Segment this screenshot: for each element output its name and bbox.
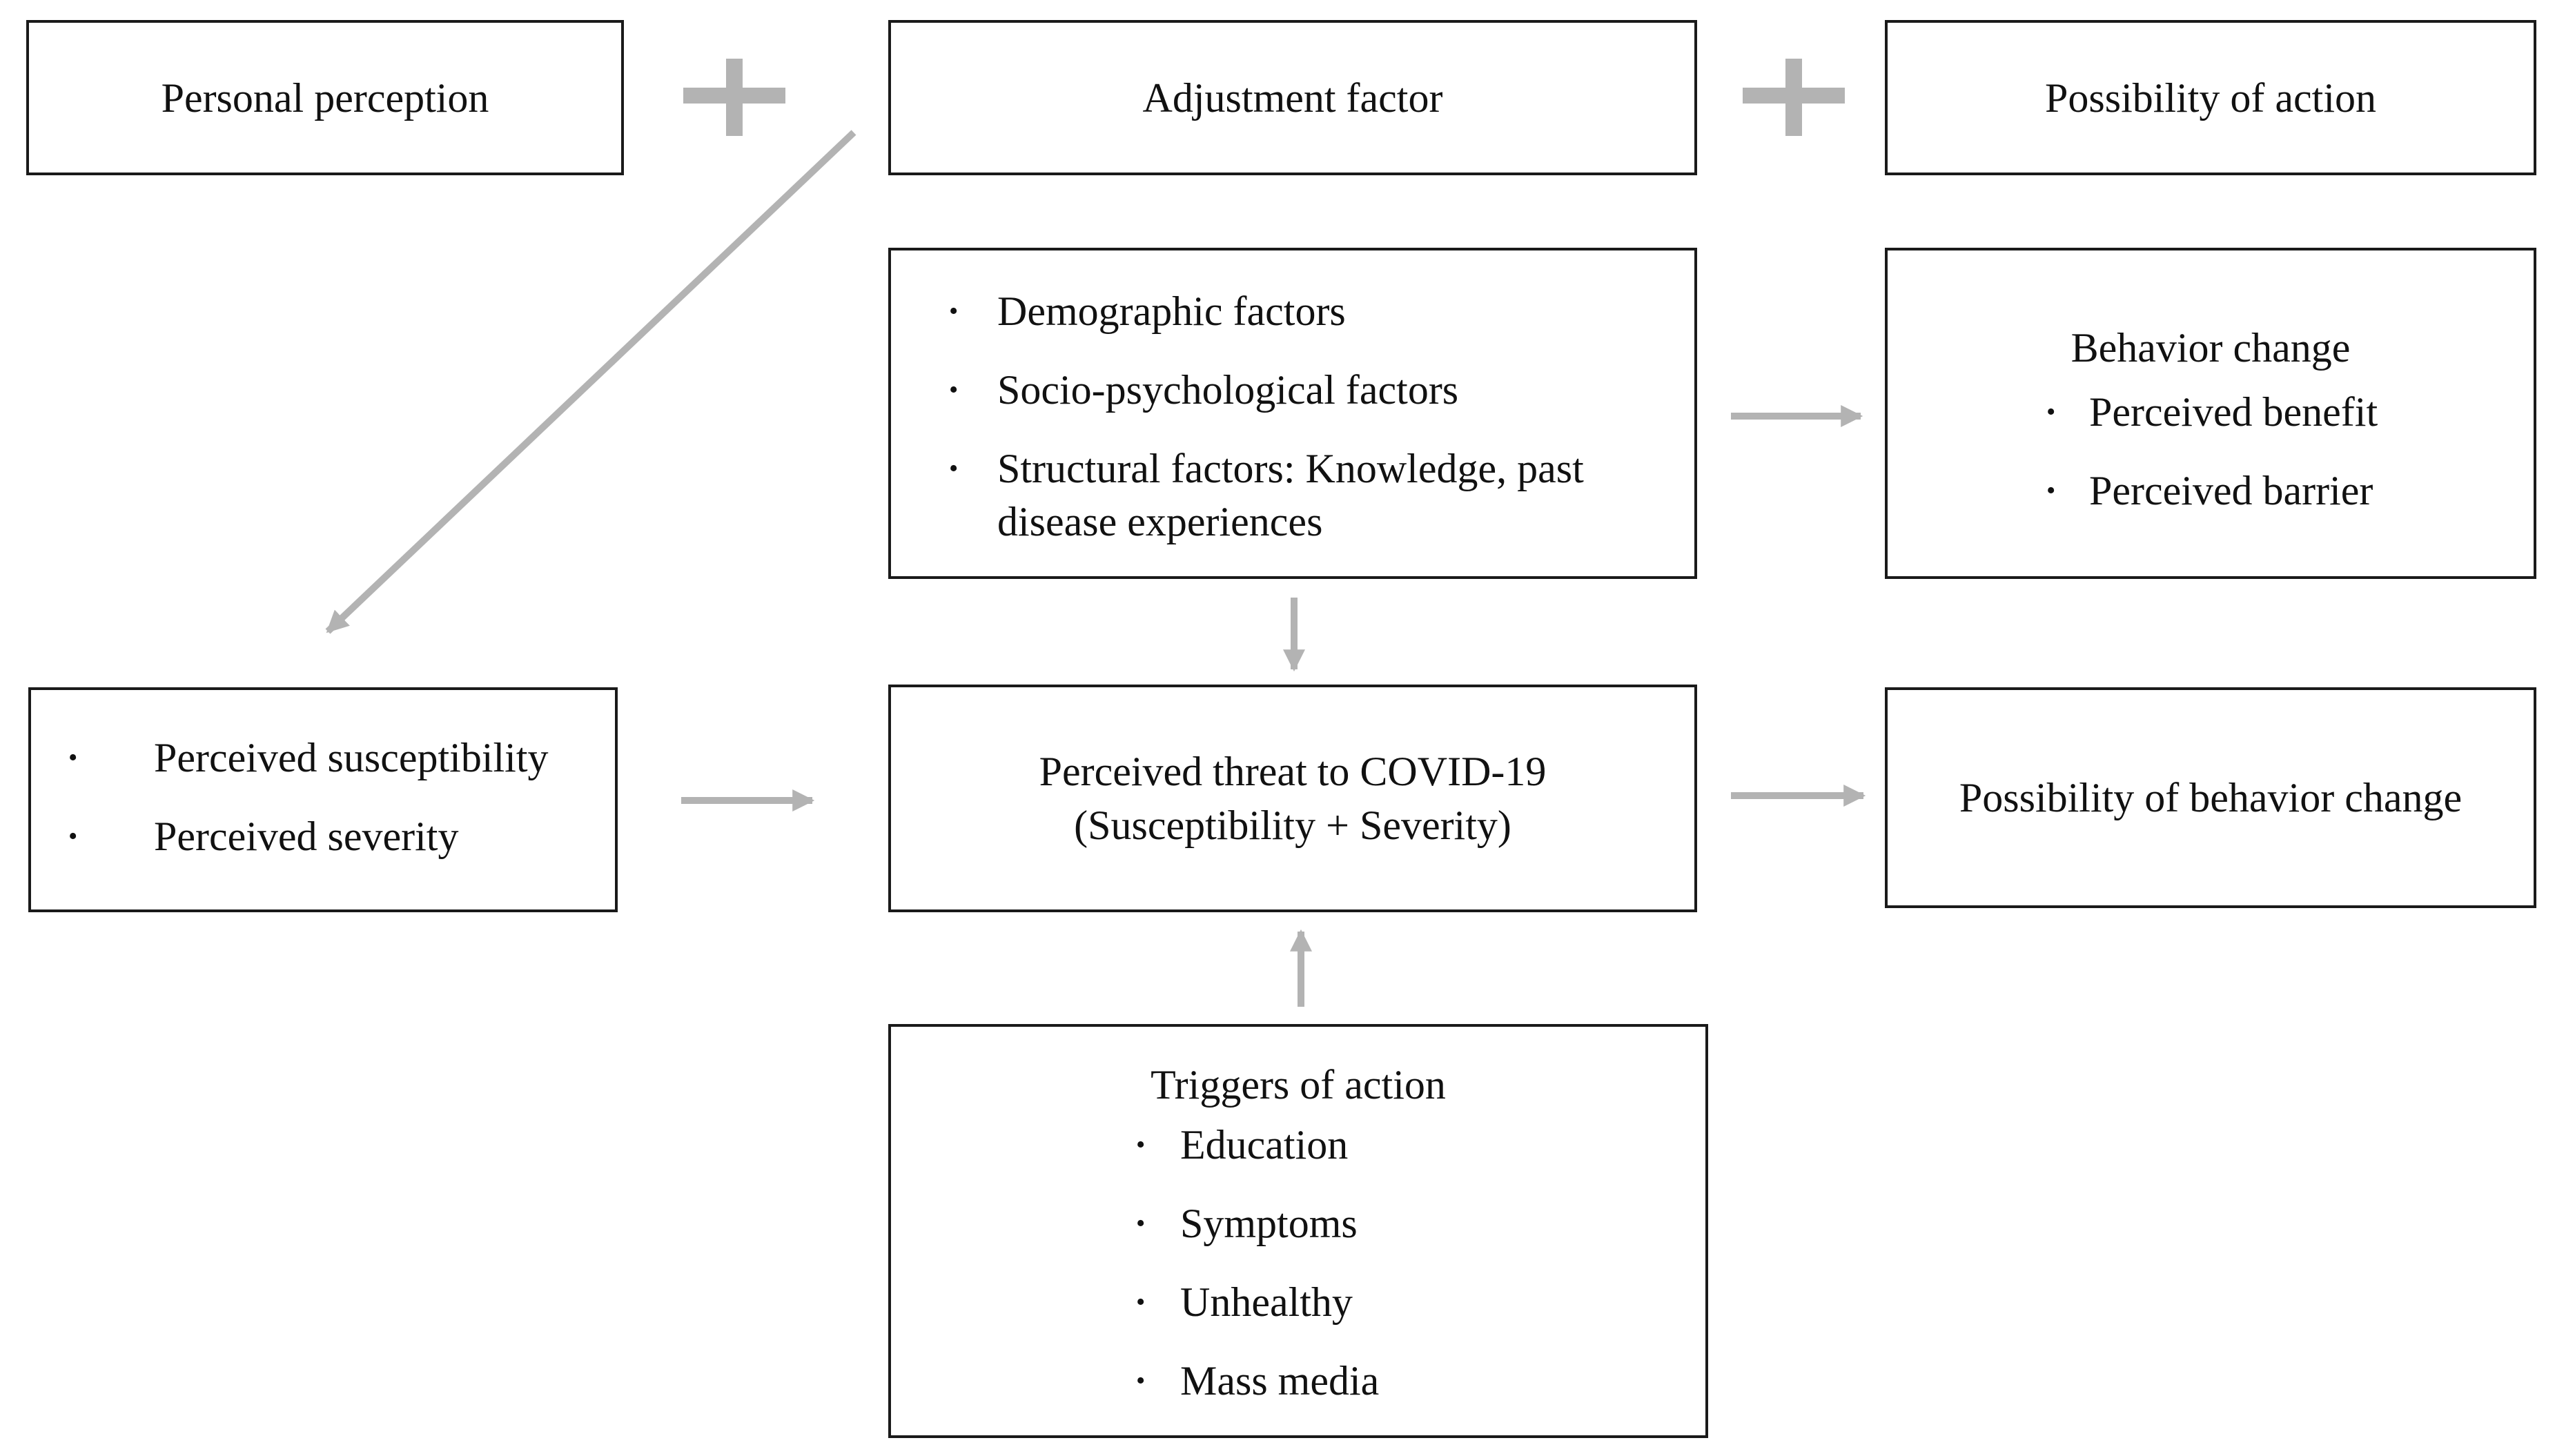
diagonal-arrow xyxy=(325,130,856,634)
list-item: • Socio-psychological factors xyxy=(949,364,1660,417)
list-item: • Perceived benefit xyxy=(2046,386,2516,439)
list-item: • Perceived severity xyxy=(68,810,607,863)
list-item: • Symptoms xyxy=(1136,1197,1661,1250)
plus-icon xyxy=(1743,59,1845,136)
personal-perception-label: Personal perception xyxy=(161,75,489,121)
bullet-dot: • xyxy=(68,743,78,772)
bullet-dot: • xyxy=(2046,397,2056,426)
adjustment-factors-list-box: • Demographic factors • Socio-psychologi… xyxy=(888,248,1697,579)
list-item: • Perceived susceptibility xyxy=(68,731,607,785)
list-item: • Structural factors: Knowledge, past di… xyxy=(949,442,1660,549)
adjustment-factor-label: Adjustment factor xyxy=(1142,75,1443,121)
adjustment-factors-list: • Demographic factors • Socio-psychologi… xyxy=(949,285,1660,549)
possibility-of-action-box: Possibility of action xyxy=(1885,20,2536,175)
bullet-dot: • xyxy=(949,297,959,326)
list-item: • Unhealthy xyxy=(1136,1276,1661,1329)
bullet-dot: • xyxy=(1136,1288,1146,1317)
behavior-change-list: • Perceived benefit • Perceived barrier xyxy=(2046,386,2516,518)
bullet-dot: • xyxy=(2046,476,2056,505)
triggers-list: • Education • Symptoms • Unhealthy • Mas… xyxy=(1136,1119,1661,1408)
bullet-dot: • xyxy=(1136,1366,1146,1395)
adjustment-factor-box: Adjustment factor xyxy=(888,20,1697,175)
perceptions-list: • Perceived susceptibility • Perceived s… xyxy=(68,731,607,863)
personal-perception-box: Personal perception xyxy=(26,20,624,175)
perceptions-box: • Perceived susceptibility • Perceived s… xyxy=(28,687,618,912)
list-item: • Perceived barrier xyxy=(2046,464,2516,518)
list-item: • Demographic factors xyxy=(949,285,1660,338)
bullet-dot: • xyxy=(68,822,78,851)
bullet-dot: • xyxy=(1136,1130,1146,1159)
possibility-of-behavior-change-box: Possibility of behavior change xyxy=(1885,687,2536,908)
triggers-title: Triggers of action xyxy=(1151,1062,1446,1108)
perceived-threat-line2: (Susceptibility + Severity) xyxy=(1074,803,1511,848)
list-item: • Education xyxy=(1136,1119,1661,1172)
perceived-threat-line1: Perceived threat to COVID-19 xyxy=(1039,749,1547,794)
bullet-dot: • xyxy=(949,375,959,404)
bullet-dot: • xyxy=(1136,1209,1146,1238)
behavior-change-title: Behavior change xyxy=(2071,325,2351,371)
bullet-dot: • xyxy=(949,454,959,483)
plus-icon xyxy=(683,59,785,136)
perceived-threat-box: Perceived threat to COVID-19 (Susceptibi… xyxy=(888,685,1697,912)
possibility-of-behavior-change-label: Possibility of behavior change xyxy=(1959,775,2463,820)
list-item: • Mass media xyxy=(1136,1355,1661,1408)
triggers-box: Triggers of action • Education • Symptom… xyxy=(888,1024,1708,1438)
possibility-of-action-label: Possibility of action xyxy=(2045,75,2376,121)
behavior-change-box: Behavior change • Perceived benefit • Pe… xyxy=(1885,248,2536,579)
